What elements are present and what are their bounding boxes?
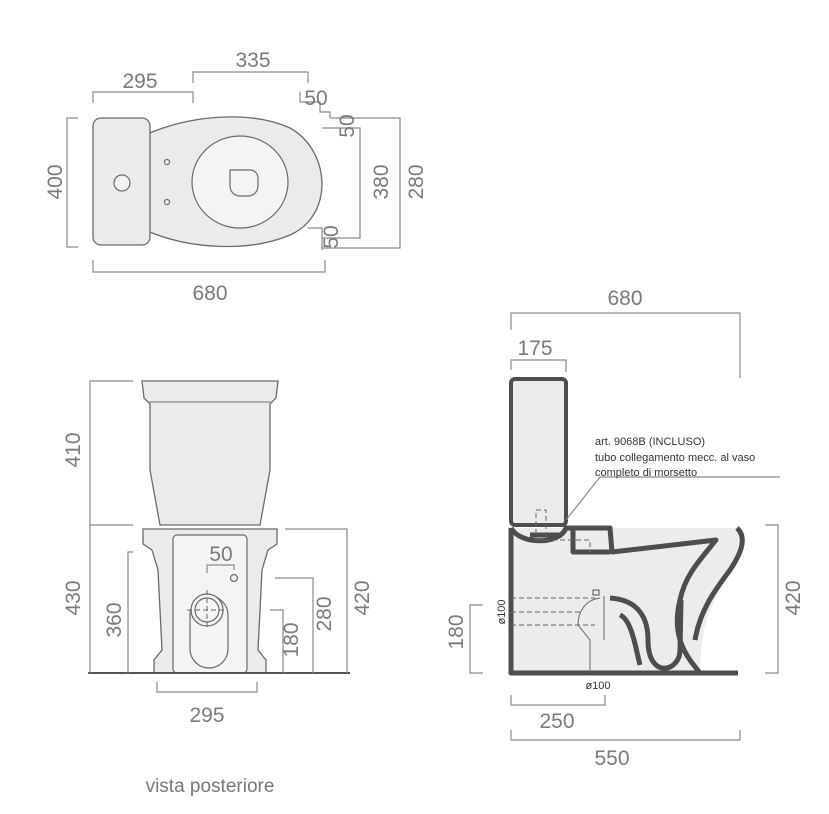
dim-50-rear: 50	[209, 543, 232, 566]
view-caption: vista posteriore	[146, 776, 275, 797]
dim-680-top: 680	[192, 282, 227, 305]
dim-diam-horizontal: ø100	[585, 680, 610, 692]
dim-295-rear: 295	[189, 704, 224, 727]
dim-380: 380	[370, 164, 393, 199]
rear-view: 50 410 430 360 180 280 420 295 vista pos…	[62, 380, 374, 797]
side-bowl-outline	[508, 525, 745, 676]
dim-180-side: 180	[445, 614, 468, 649]
dim-diam-vertical: ø100	[496, 599, 508, 624]
dim-420-rear: 420	[351, 580, 374, 615]
dim-250: 250	[539, 710, 574, 733]
fix-hole	[163, 198, 171, 206]
dim-410: 410	[62, 432, 85, 467]
dim-175: 175	[517, 337, 552, 360]
dim-280: 280	[405, 164, 428, 199]
dim-180-rear: 180	[280, 622, 303, 657]
dim-50-right: 50	[336, 114, 359, 137]
dim-680-side: 680	[607, 287, 642, 310]
dim-550: 550	[594, 747, 629, 770]
top-drain-shape	[229, 169, 259, 197]
dim-50-bottom: 50	[320, 225, 343, 248]
dim-430: 430	[62, 580, 85, 615]
dim-400: 400	[44, 164, 67, 199]
top-tank-button	[113, 174, 131, 192]
dim-360: 360	[103, 602, 126, 637]
side-trap	[609, 595, 684, 671]
fix-hole	[163, 158, 171, 166]
side-view: art. 9068B (INCLUSO) tubo collegamento m…	[445, 287, 805, 770]
top-view: 295 335 50 50 50 380 280 400 680	[44, 49, 428, 305]
note-line-2: tubo collegamento mecc. al vaso	[595, 452, 755, 464]
note-line-1: art. 9068B (INCLUSO)	[595, 436, 705, 448]
side-tank	[509, 377, 568, 527]
dim-335: 335	[235, 49, 270, 72]
note-line-3: completo di morsetto	[595, 467, 697, 479]
dim-420-side: 420	[782, 580, 805, 615]
rear-inlet-hole	[229, 573, 239, 583]
dim-280-rear: 280	[313, 596, 336, 631]
dim-295: 295	[122, 70, 157, 93]
dim-50-top: 50	[304, 87, 327, 110]
